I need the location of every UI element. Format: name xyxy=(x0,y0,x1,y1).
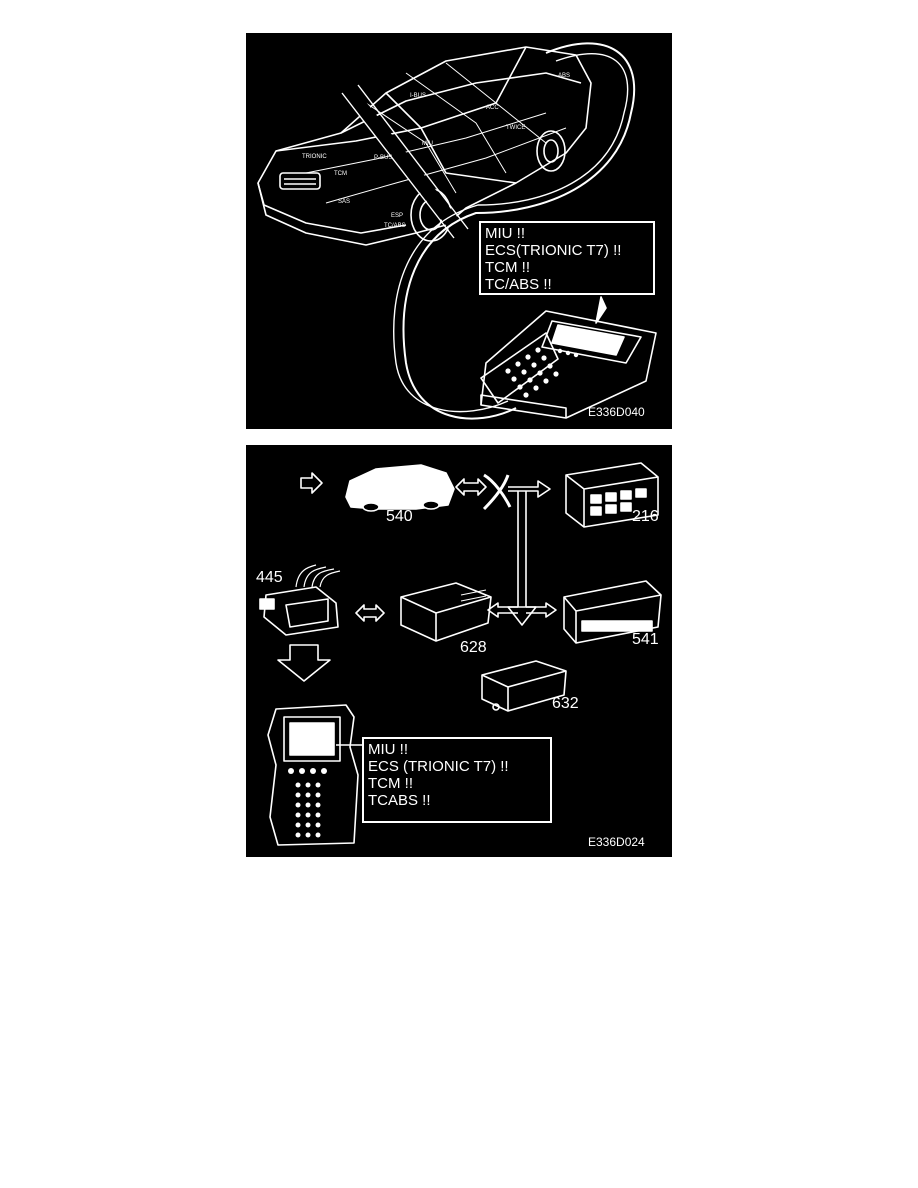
tech2-keypad-top xyxy=(505,347,579,398)
car-label-acc: ACC xyxy=(486,105,499,111)
car-grille xyxy=(279,172,321,190)
module-216-icon xyxy=(565,462,659,528)
module-632-icon xyxy=(481,660,567,712)
tech2-tool-bottom xyxy=(267,704,359,846)
car-label-trionic: TRIONIC xyxy=(302,154,327,160)
message-line: TCM !! xyxy=(485,259,530,276)
label-540: 540 xyxy=(386,508,413,525)
car-hood-line xyxy=(275,127,422,152)
arrow-down-icon xyxy=(507,606,537,626)
label-445: 445 xyxy=(256,569,283,586)
message-line: ECS(TRIONIC T7) !! xyxy=(485,242,622,259)
arrow-to-tech2-icon xyxy=(277,644,331,682)
label-628: 628 xyxy=(460,639,487,656)
rear-wheel xyxy=(536,130,566,172)
message-box-bottom: MIU !! ECS (TRIONIC T7) !! TCM !! TCABS … xyxy=(362,737,552,823)
car-label-abs: ABS xyxy=(558,73,571,79)
module-541-icon xyxy=(563,580,662,644)
figure-bottom-panel: 540 216 445 628 541 632 MIU !! ECS (TRIO… xyxy=(246,445,672,857)
arrow-445-628-icon xyxy=(355,604,385,622)
figure-code-bottom: E336D024 xyxy=(588,835,645,849)
diagnostic-cable xyxy=(402,42,636,420)
arrow-to-541-icon xyxy=(526,602,557,618)
message-line: TCABS !! xyxy=(368,792,431,809)
message-line: TC/ABS !! xyxy=(485,276,552,293)
figure-code-top: E336D040 xyxy=(588,405,645,419)
message-line: MIU !! xyxy=(485,225,525,242)
network-diagram xyxy=(259,462,662,846)
message-line: TCM !! xyxy=(368,775,413,792)
car-label-esp: ESP xyxy=(391,213,404,219)
car-diagnostic-illustration xyxy=(257,42,657,420)
car-label-tcm: TCM xyxy=(334,171,347,177)
figure-top-panel: TRIONIC TCM P-BUS MIU I-BUS SAS ESP TC/A… xyxy=(246,33,672,429)
label-216: 216 xyxy=(632,508,659,525)
car-roof-line xyxy=(340,72,582,134)
message-line: MIU !! xyxy=(368,741,408,758)
car-label-tc-abs: TC/ABS xyxy=(384,223,406,229)
module-628-icon xyxy=(400,582,492,642)
arrow-to-628-icon xyxy=(487,602,518,618)
car-label-i-bus: I-BUS xyxy=(410,93,427,99)
label-541: 541 xyxy=(632,631,659,648)
car-body-outline xyxy=(257,46,592,246)
input-arrow-icon xyxy=(300,472,323,494)
car-label-p-bus: P-BUS xyxy=(374,155,393,161)
car-windshield xyxy=(385,46,527,129)
car-label-twice: TWICE xyxy=(506,125,526,131)
tech2-keypad-bottom xyxy=(288,768,327,838)
car-label-sas: SAS xyxy=(338,199,351,205)
message-box-top: MIU !! ECS(TRIONIC T7) !! TCM !! TC/ABS … xyxy=(479,221,655,295)
connector-445-icon xyxy=(259,564,341,636)
car-side-line xyxy=(420,127,517,184)
car-label-miu: MIU xyxy=(422,141,433,147)
blocked-x-icon xyxy=(482,473,512,511)
double-arrow-icon xyxy=(455,478,487,496)
tech2-tool-top xyxy=(480,310,657,419)
car-bumper xyxy=(257,182,407,234)
arrow-to-216-icon xyxy=(508,480,551,498)
label-632: 632 xyxy=(552,695,579,712)
message-line: ECS (TRIONIC T7) !! xyxy=(368,758,509,775)
